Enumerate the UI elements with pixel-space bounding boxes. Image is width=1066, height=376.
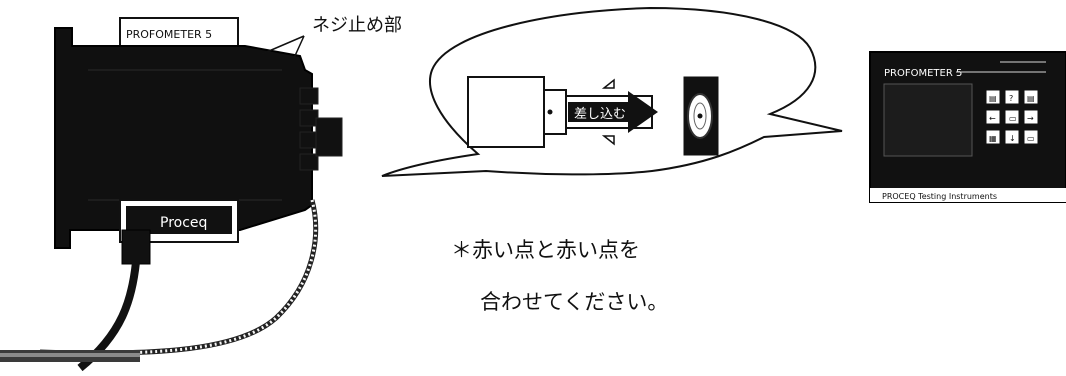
display-footer-label: PROCEQ Testing Instruments [882,192,997,201]
speech-bubble-outline [381,6,843,177]
connector-detail-bubble: 差し込む [381,6,843,177]
svg-text:▭: ▭ [1027,134,1035,143]
probe-model-label: PROFOMETER 5 [126,28,212,41]
display-unit: PROFOMETER 5 ▤ ? ▤ ← ▭ → ▦ ↓ ▭ [869,51,1066,203]
probe-device: PROFOMETER 5 Proceq [0,17,343,372]
svg-text:▤: ▤ [989,94,997,103]
connector-plug-icon [121,229,151,265]
callout-label: ネジ止め部 [312,15,402,36]
display-model-label: PROFOMETER 5 [884,68,962,79]
svg-text:?: ? [1009,94,1013,103]
arrow-right-icon [568,91,658,133]
side-ribs [299,87,343,171]
svg-text:→: → [1027,114,1034,123]
red-dot-marker [547,109,553,115]
connector-body [467,76,545,148]
svg-text:▦: ▦ [989,134,997,143]
callout-leader-line [261,35,305,55]
svg-text:←: ← [989,114,996,123]
svg-text:▭: ▭ [1009,114,1017,123]
svg-text:▤: ▤ [1027,94,1035,103]
instruction-line-2: 合わせてください。 [480,290,668,314]
display-screen [883,83,973,157]
keypad-icon: ▤ ? ▤ ← ▭ → ▦ ↓ ▭ [979,85,1039,153]
insert-arrow-label: 差し込む [574,107,626,122]
callout-leader-line [293,35,305,59]
instruction-line-1: ＊赤い点と赤い点を [451,238,640,262]
probe-brand-label: Proceq [160,215,207,231]
svg-text:↓: ↓ [1009,134,1016,143]
